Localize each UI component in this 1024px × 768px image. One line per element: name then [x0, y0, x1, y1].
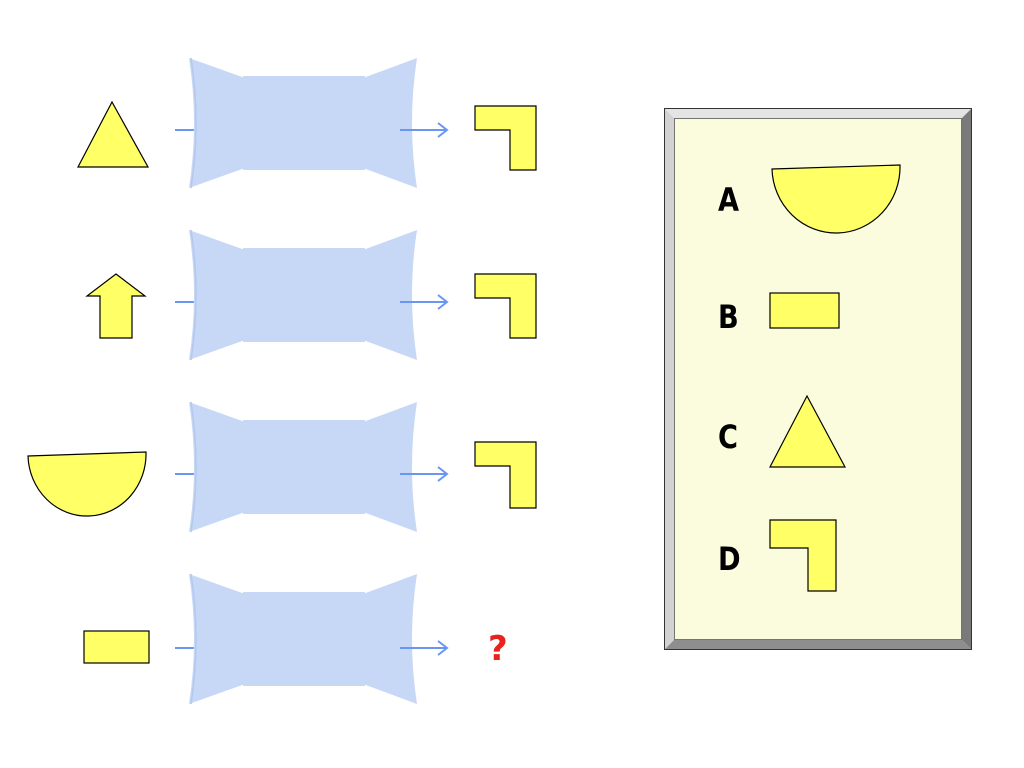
arrow-out-icon	[400, 640, 449, 656]
option-d[interactable]: D	[714, 516, 914, 596]
unknown-output-mark: ?	[488, 629, 508, 669]
machine-icon	[189, 57, 417, 189]
option-b-letter: B	[718, 298, 739, 336]
option-d-letter: D	[718, 540, 741, 578]
arrow-out-icon	[400, 466, 449, 482]
input-triangle-icon	[77, 100, 150, 168]
machine-row-1	[0, 57, 560, 189]
machine-icon	[189, 573, 417, 705]
option-d-l-shape-icon	[769, 519, 837, 592]
option-c-triangle-icon	[769, 394, 847, 468]
machine-icon	[189, 401, 417, 533]
output-l-shape-icon	[474, 273, 537, 339]
option-a[interactable]: A	[714, 163, 914, 243]
option-c[interactable]: C	[714, 394, 914, 470]
input-half-disc-icon	[27, 451, 147, 517]
answer-options-panel: A B C D	[664, 108, 972, 650]
output-l-shape-icon	[474, 441, 537, 509]
input-rectangle-icon	[83, 630, 150, 664]
machine-row-2	[0, 229, 560, 361]
option-b-rectangle-icon	[769, 292, 840, 329]
machine-icon	[189, 229, 417, 361]
machine-row-3	[0, 401, 560, 533]
option-a-letter: A	[718, 181, 740, 219]
option-a-half-disc-icon	[771, 164, 901, 234]
output-l-shape-icon	[474, 105, 537, 171]
arrow-out-icon	[400, 122, 449, 138]
option-b[interactable]: B	[714, 288, 914, 338]
arrow-out-icon	[400, 294, 449, 310]
input-arrow-up-icon	[85, 273, 147, 339]
machine-row-4: ?	[0, 573, 560, 705]
option-c-letter: C	[718, 418, 738, 456]
